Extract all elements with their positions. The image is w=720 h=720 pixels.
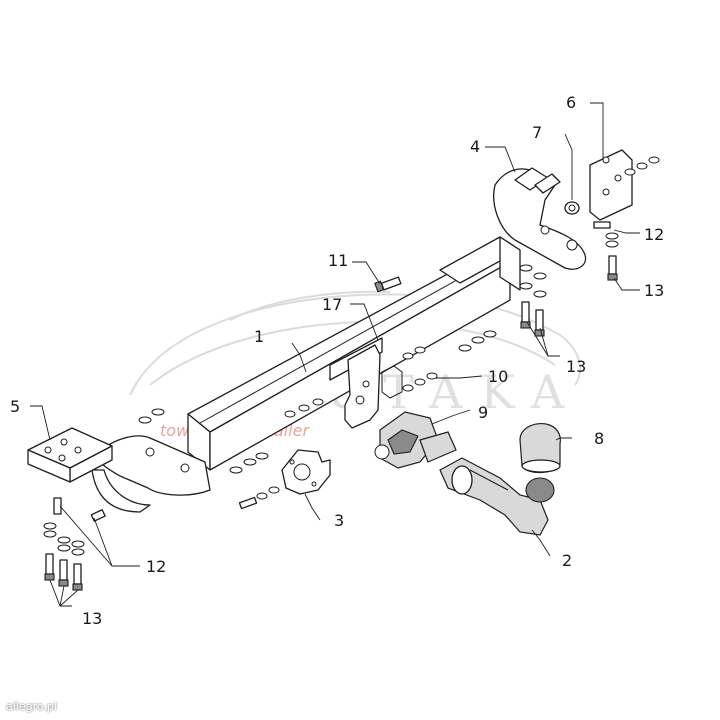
- callout-labels: 1 2 3 4 5 6 7 8 9 10 11 12 12 13 13 13 1…: [10, 93, 664, 628]
- callout-11: 11: [328, 251, 348, 270]
- callout-9: 9: [478, 403, 488, 422]
- left-side-arm: [27, 427, 211, 513]
- center-fasteners: [138, 330, 497, 510]
- callout-6: 6: [566, 93, 576, 112]
- callout-12-left: 12: [146, 557, 166, 576]
- part-7-spacer: [564, 201, 580, 215]
- callout-17: 17: [322, 295, 342, 314]
- part-9-electrical-socket: [374, 411, 457, 469]
- part-2-tow-ball-neck: [439, 457, 555, 536]
- callout-1: 1: [254, 327, 264, 346]
- callout-2: 2: [562, 551, 572, 570]
- callout-7: 7: [532, 123, 542, 142]
- callout-13-far-right: 13: [644, 281, 664, 300]
- part-1-crossbar: [187, 236, 521, 471]
- callout-5: 5: [10, 397, 20, 416]
- left-fasteners: [43, 497, 106, 591]
- right-fasteners: [519, 156, 660, 337]
- part-3-socket-plate: [281, 449, 331, 495]
- callout-3: 3: [334, 511, 344, 530]
- callout-13-left: 13: [82, 609, 102, 628]
- callout-12-right: 12: [644, 225, 664, 244]
- leader-lines: [30, 102, 640, 607]
- part-6-bracket: [589, 149, 633, 221]
- part-11-bolt: [374, 276, 402, 293]
- part-17-bracket: [344, 344, 403, 429]
- part-4-right-arm: [493, 167, 587, 270]
- callout-4: 4: [470, 137, 480, 156]
- part-8-ball-cap: [519, 423, 561, 474]
- callout-10: 10: [488, 367, 508, 386]
- callout-8: 8: [594, 429, 604, 448]
- source-credit: allegro.pl: [6, 700, 57, 713]
- callout-13-center-right: 13: [566, 357, 586, 376]
